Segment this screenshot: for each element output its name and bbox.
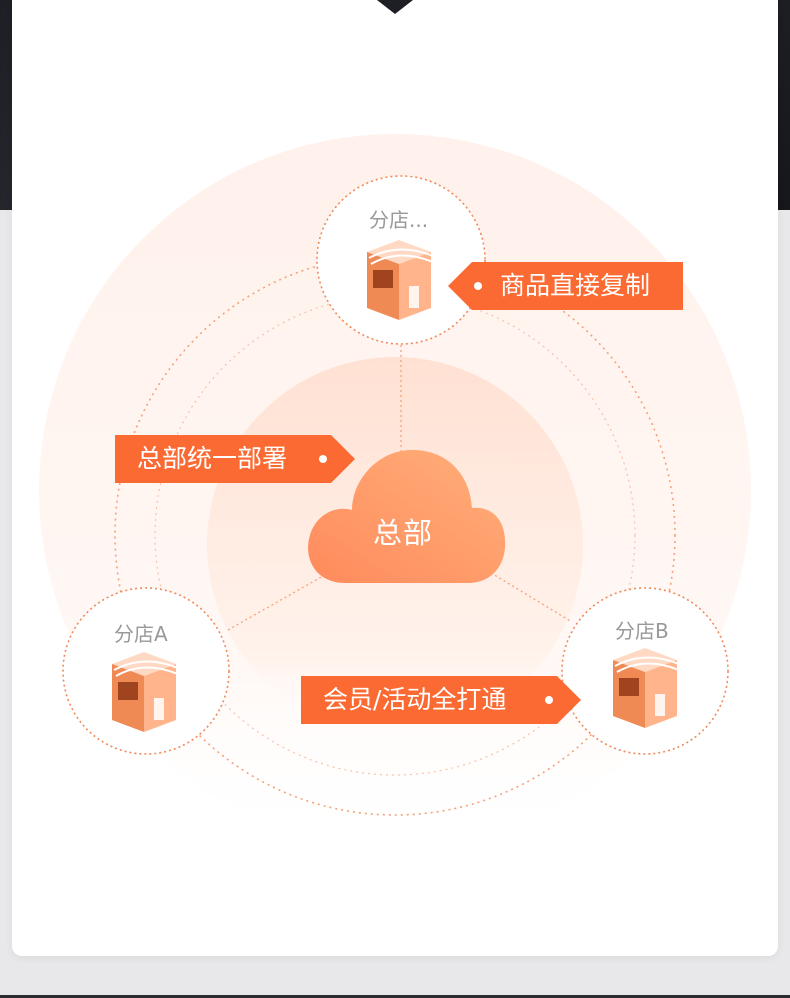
store-icon: [367, 240, 434, 320]
background-bottom-strip: [0, 995, 790, 998]
connector-right: [477, 564, 573, 623]
headquarters-label: 总部: [372, 516, 433, 550]
card-notch: [377, 0, 413, 14]
tag-unified-deployment: 总部统一部署: [115, 435, 355, 483]
cloud-icon: [308, 450, 506, 583]
branch-label-right: 分店B: [615, 619, 669, 643]
tag-member-activity: 会员/活动全打通: [301, 676, 581, 724]
tag-text: 商品直接复制: [500, 271, 651, 300]
middle-ring: [154, 294, 636, 776]
tag-text: 总部统一部署: [137, 444, 288, 473]
dot-icon: [319, 455, 327, 463]
store-icon: [112, 652, 179, 732]
branch-label-top: 分店...: [369, 208, 429, 232]
tag-product-copy: 商品直接复制: [448, 262, 683, 310]
store-icon: [613, 648, 680, 728]
tag-text: 会员/活动全打通: [323, 685, 507, 714]
branch-label-left: 分店A: [114, 622, 168, 646]
dot-icon: [545, 696, 553, 704]
dot-icon: [474, 282, 482, 290]
outer-ring: [114, 254, 676, 816]
